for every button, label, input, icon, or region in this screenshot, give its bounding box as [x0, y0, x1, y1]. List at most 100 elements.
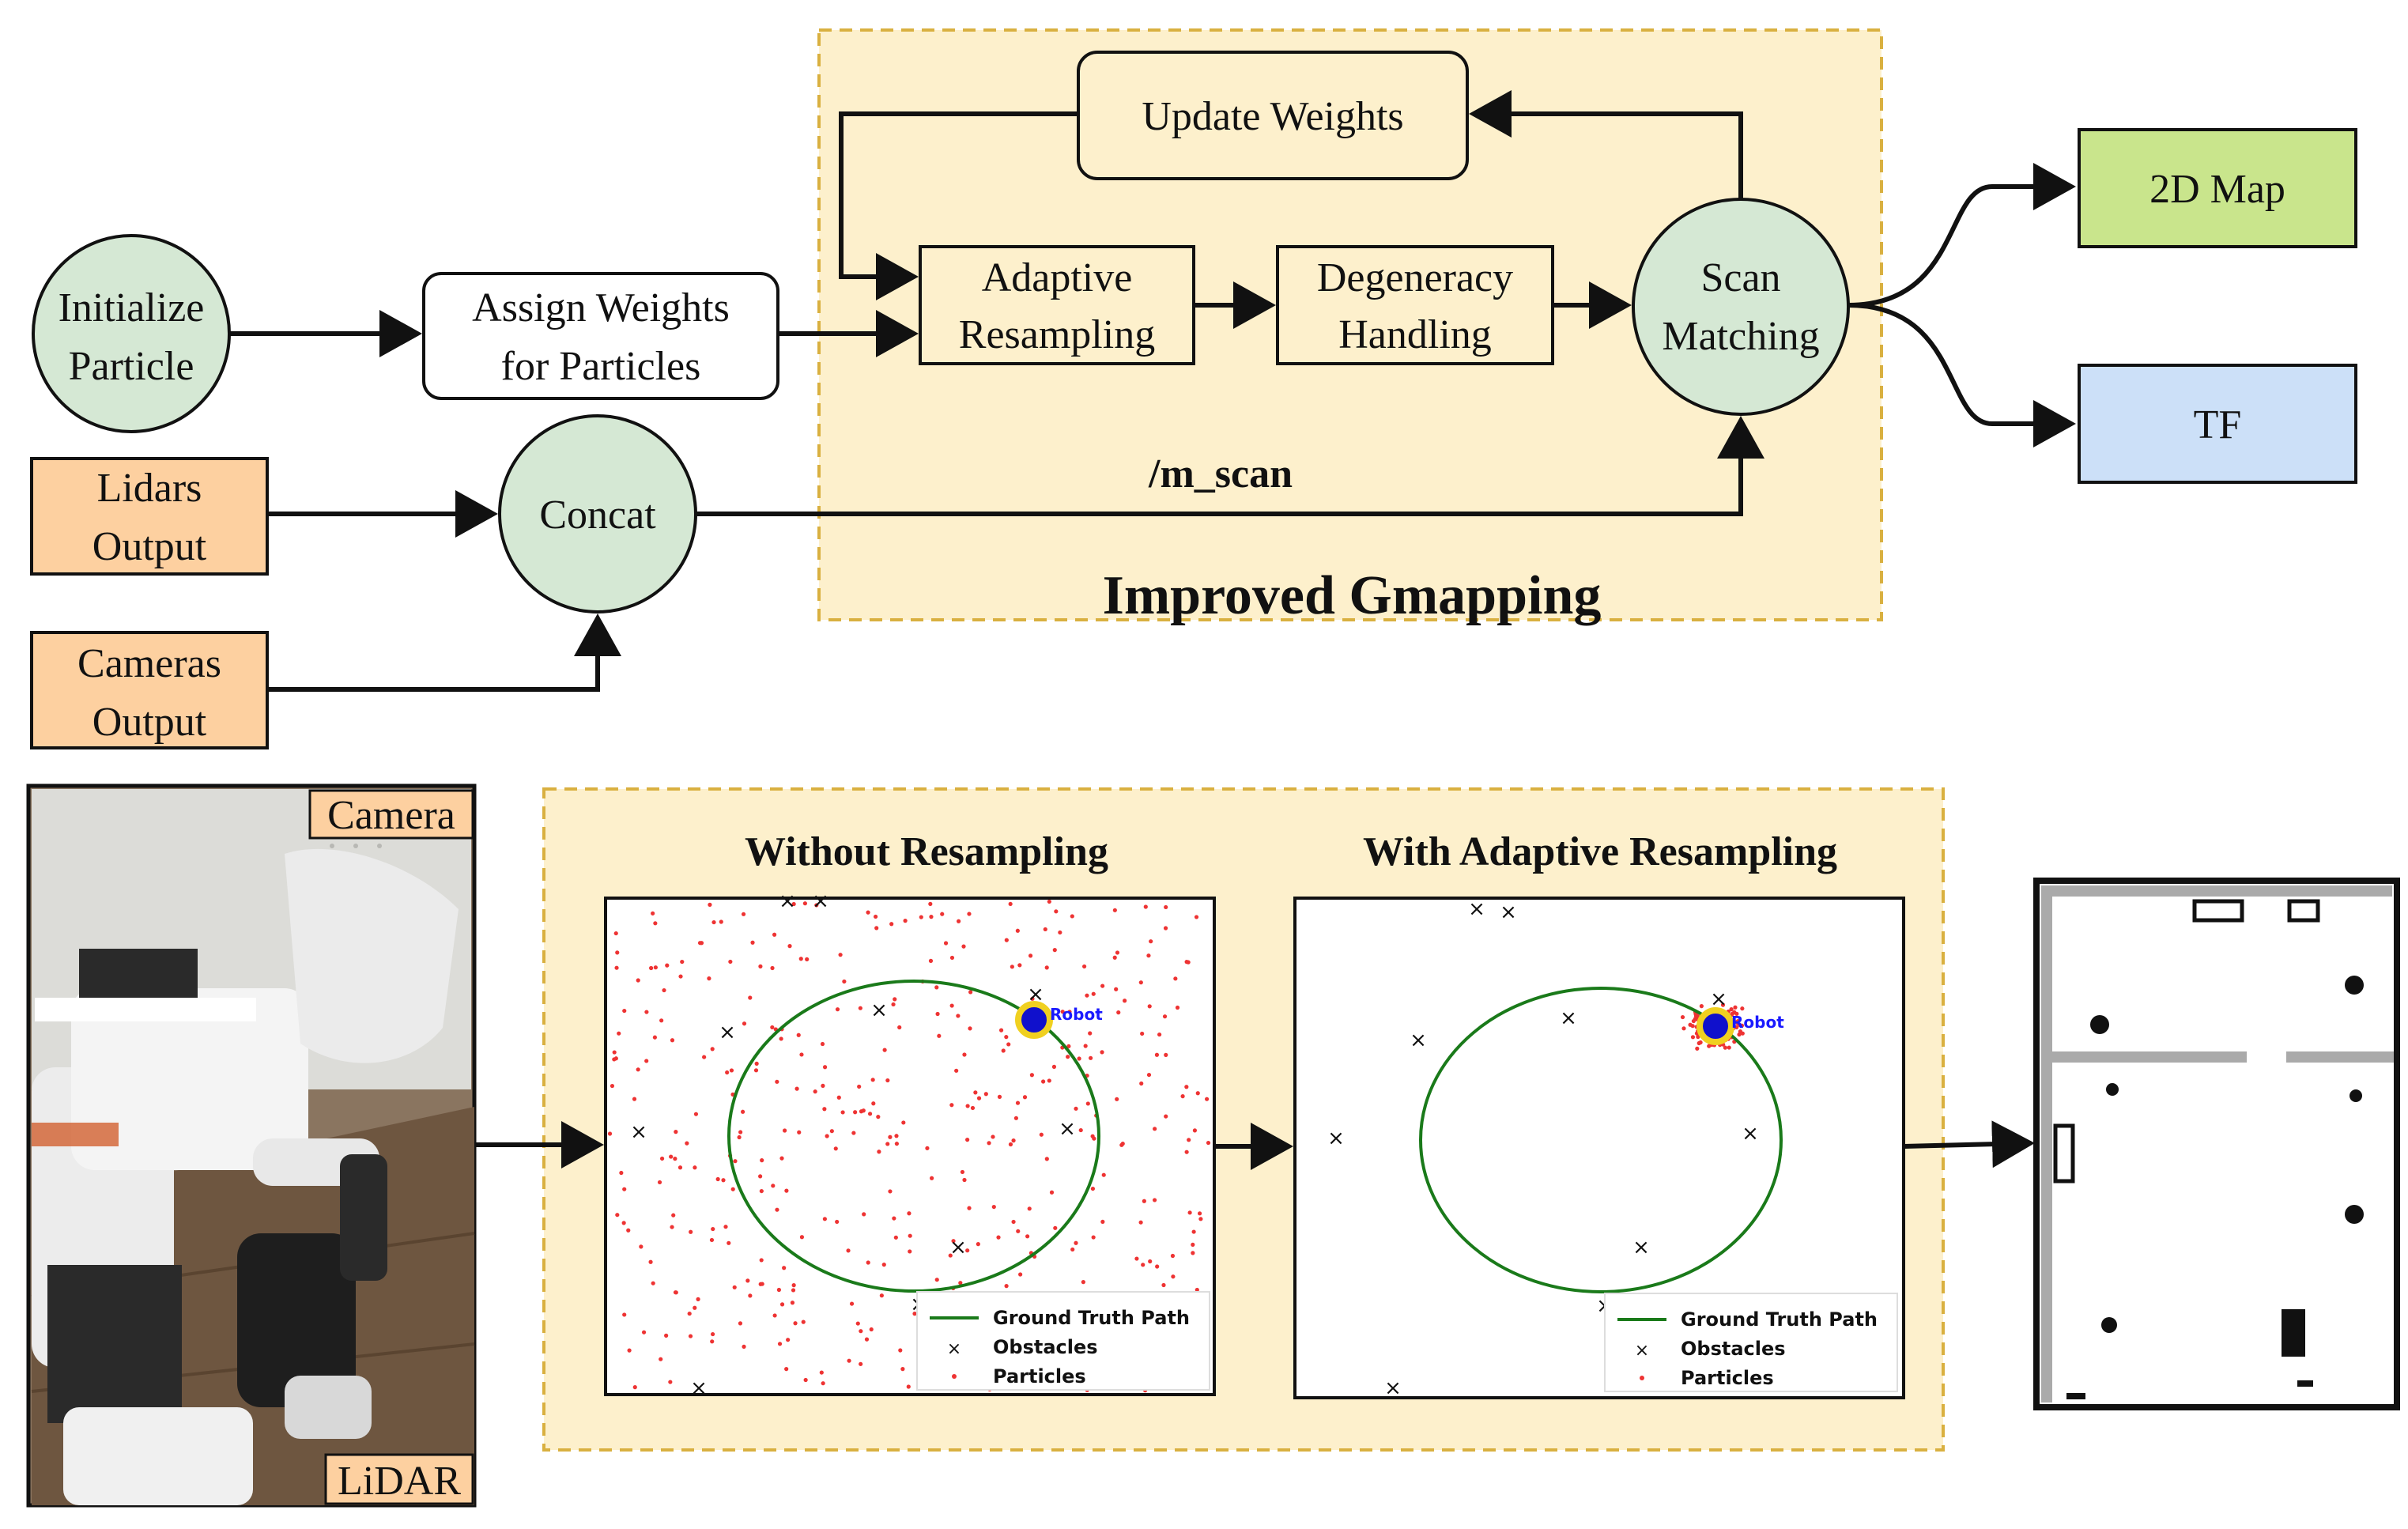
particle	[659, 1018, 664, 1023]
particle	[1067, 1010, 1072, 1014]
particle	[727, 1240, 731, 1245]
particle	[732, 1285, 737, 1289]
particle	[1115, 950, 1120, 955]
particle	[1134, 1256, 1139, 1261]
particle	[1681, 1026, 1686, 1031]
particle	[991, 1204, 996, 1210]
obstacle-marker: ×	[1410, 1029, 1427, 1052]
particle	[1066, 1055, 1070, 1059]
particle	[607, 1131, 613, 1136]
particle	[759, 1258, 764, 1263]
m-scan-label: /m_scan	[1148, 451, 1293, 496]
particle	[960, 1169, 965, 1175]
particle	[1734, 1025, 1739, 1030]
particle	[711, 1226, 715, 1232]
particle	[814, 903, 819, 908]
particle	[1018, 1272, 1023, 1277]
particle	[836, 1095, 841, 1100]
degeneracy-handling-node: Degeneracy Handling	[1276, 245, 1554, 365]
particle	[796, 1033, 801, 1037]
particle	[797, 1130, 802, 1134]
particle	[1153, 1127, 1157, 1131]
obstacle-marker: ×	[1742, 1122, 1759, 1146]
particle	[1101, 1172, 1106, 1177]
svg-text:Degeneracy: Degeneracy	[1317, 255, 1513, 300]
particle	[1119, 1142, 1124, 1147]
particle	[934, 985, 939, 990]
particle	[741, 1109, 745, 1114]
particle	[1163, 926, 1168, 931]
particle	[1030, 996, 1035, 1001]
particle	[1695, 1046, 1700, 1051]
particle	[674, 1130, 678, 1134]
particle	[965, 1104, 970, 1108]
particle	[851, 1131, 856, 1135]
particle	[912, 1312, 917, 1316]
obstacle-marker: ×	[1710, 987, 1727, 1011]
svg-text:Obstacles: Obstacles	[1681, 1338, 1786, 1360]
particle	[790, 1301, 795, 1305]
particle	[1044, 965, 1049, 970]
particle	[715, 1176, 720, 1182]
particle	[885, 1078, 890, 1083]
obstacle-marker: ×	[1500, 900, 1517, 924]
particle	[791, 1283, 796, 1288]
particle	[750, 940, 755, 945]
particle	[1195, 1287, 1199, 1293]
particle	[829, 1129, 834, 1134]
particle	[987, 1141, 991, 1146]
left-particles	[607, 899, 1211, 1393]
update-weights-node: Update Weights	[1077, 51, 1469, 180]
particle	[729, 1068, 734, 1073]
particle	[907, 1211, 911, 1216]
particle	[622, 1187, 627, 1191]
particle	[1205, 1097, 1210, 1101]
particle	[822, 1217, 827, 1221]
svg-text:Ground Truth Path: Ground Truth Path	[993, 1307, 1190, 1329]
particle	[930, 1176, 934, 1180]
particle	[1152, 1198, 1157, 1202]
particle	[798, 957, 803, 961]
svg-text:Obstacles: Obstacles	[993, 1336, 1098, 1358]
particle	[951, 1239, 956, 1244]
particle	[928, 958, 934, 963]
particle	[626, 1228, 631, 1233]
2d-map-node: 2D Map	[2078, 128, 2357, 248]
particle	[1083, 1044, 1088, 1048]
particle	[613, 931, 618, 936]
particle	[742, 1021, 747, 1026]
particle	[949, 955, 955, 961]
svg-text:Assign Weights: Assign Weights	[472, 285, 730, 330]
svg-text:Output: Output	[92, 700, 207, 745]
particle	[617, 1031, 621, 1036]
particle	[1191, 1229, 1196, 1234]
particle	[968, 990, 973, 995]
particle	[1720, 1002, 1726, 1007]
particle	[1074, 1240, 1078, 1245]
particle	[636, 978, 640, 983]
particle	[1164, 904, 1168, 910]
particle	[1139, 1081, 1144, 1086]
particle	[662, 987, 666, 993]
particle	[693, 1165, 697, 1170]
particle	[991, 1134, 995, 1139]
particle	[759, 1188, 764, 1194]
particle	[965, 1248, 970, 1253]
particle	[1727, 1045, 1731, 1050]
particle	[1734, 1011, 1739, 1016]
particle	[621, 1221, 626, 1225]
particle	[1001, 1048, 1006, 1053]
particle	[742, 1344, 746, 1349]
particle	[1138, 1220, 1143, 1225]
particle	[760, 1282, 764, 1286]
particle	[770, 1025, 775, 1030]
particle	[664, 1333, 669, 1338]
particle	[801, 1319, 806, 1324]
particle	[889, 922, 894, 927]
particle	[897, 1025, 902, 1030]
plot-left-title: Without Resampling	[745, 829, 1108, 874]
particle	[670, 1225, 674, 1229]
particle	[1698, 1040, 1703, 1045]
particle	[1740, 1031, 1745, 1036]
particle	[710, 1339, 715, 1344]
